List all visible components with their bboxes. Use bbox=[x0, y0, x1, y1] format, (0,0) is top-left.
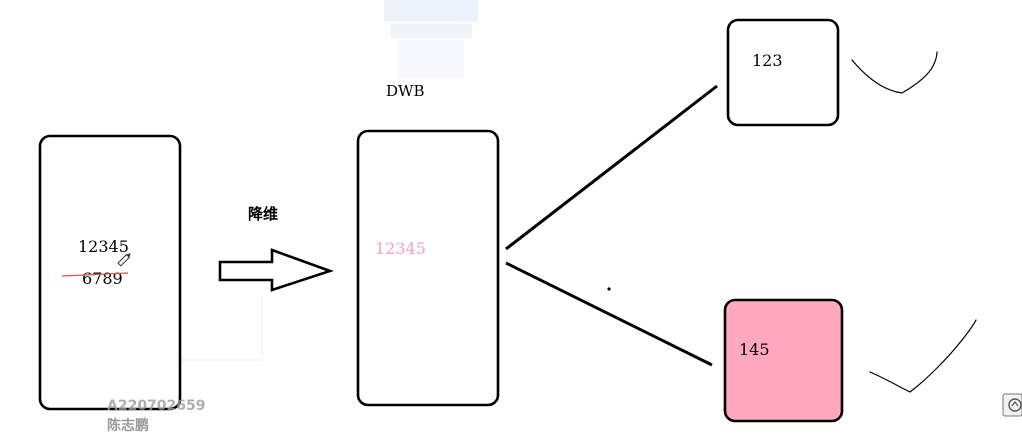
output-box-bottom bbox=[723, 298, 844, 423]
source-box-line1: 12345 bbox=[78, 237, 129, 256]
dwb-box-value: 12345 bbox=[375, 239, 426, 258]
reduction-arrow bbox=[218, 248, 334, 292]
strike-mark bbox=[61, 272, 129, 277]
check-mark-top bbox=[851, 51, 938, 94]
top-faint-artifact bbox=[384, 0, 478, 78]
stray-dot bbox=[607, 287, 611, 291]
reduction-label: 降维 bbox=[248, 205, 278, 223]
check-mark-bottom bbox=[869, 319, 977, 393]
watermark-name: 陈志鹏 bbox=[107, 417, 149, 434]
source-box-line2: 6789 bbox=[82, 269, 123, 288]
watermark-id: A220702659 bbox=[107, 398, 206, 414]
app-corner-icon[interactable] bbox=[1002, 393, 1022, 417]
output-box-top-value: 123 bbox=[752, 51, 783, 70]
source-box bbox=[38, 134, 182, 411]
branch-line-bottom bbox=[505, 261, 713, 367]
dwb-label: DWB bbox=[386, 82, 424, 100]
dwb-box bbox=[356, 129, 500, 407]
output-box-top bbox=[726, 18, 840, 127]
branch-line-top bbox=[505, 84, 718, 251]
output-box-bottom-value: 145 bbox=[739, 340, 770, 359]
